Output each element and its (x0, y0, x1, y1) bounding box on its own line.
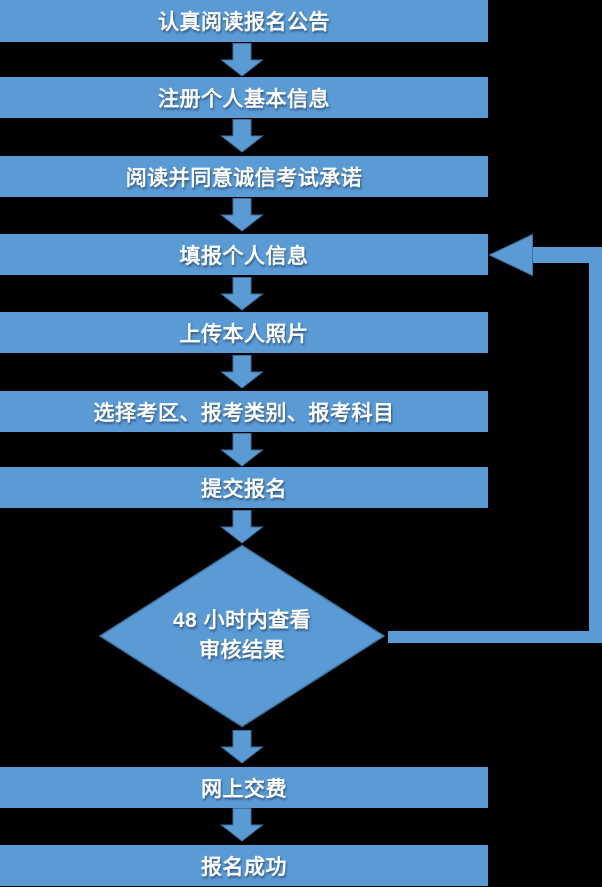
down-arrow-icon (220, 730, 264, 764)
loop-connector-vertical (589, 247, 602, 643)
left-arrowhead-icon (489, 234, 533, 276)
down-arrow-icon (220, 198, 264, 232)
down-arrow-icon (220, 433, 264, 467)
step-agree-commitment: 阅读并同意诚信考试承诺 (0, 156, 488, 197)
down-arrow-icon (220, 43, 264, 77)
step-register-basic-info: 注册个人基本信息 (0, 77, 488, 118)
step-registration-success: 报名成功 (0, 845, 488, 886)
loop-connector-horizontal (388, 631, 602, 643)
decision-diamond-shape (98, 544, 386, 728)
decision-label-line1: 48 小时内查看 (172, 609, 312, 632)
decision-label-line2: 审核结果 (199, 639, 285, 662)
down-arrow-icon (220, 277, 264, 311)
decision-review-result: 48 小时内查看 审核结果 (98, 544, 386, 728)
step-submit-registration: 提交报名 (0, 467, 488, 508)
step-fill-personal-info: 填报个人信息 (0, 234, 488, 275)
down-arrow-icon (220, 510, 264, 544)
step-read-announcement: 认真阅读报名公告 (0, 0, 488, 42)
down-arrow-icon (220, 119, 264, 153)
down-arrow-icon (220, 808, 264, 842)
step-select-exam-options: 选择考区、报考类别、报考科目 (0, 391, 488, 432)
step-upload-photo: 上传本人照片 (0, 312, 488, 353)
down-arrow-icon (220, 355, 264, 389)
loop-connector-shaft (533, 247, 602, 263)
step-pay-online: 网上交费 (0, 767, 488, 808)
